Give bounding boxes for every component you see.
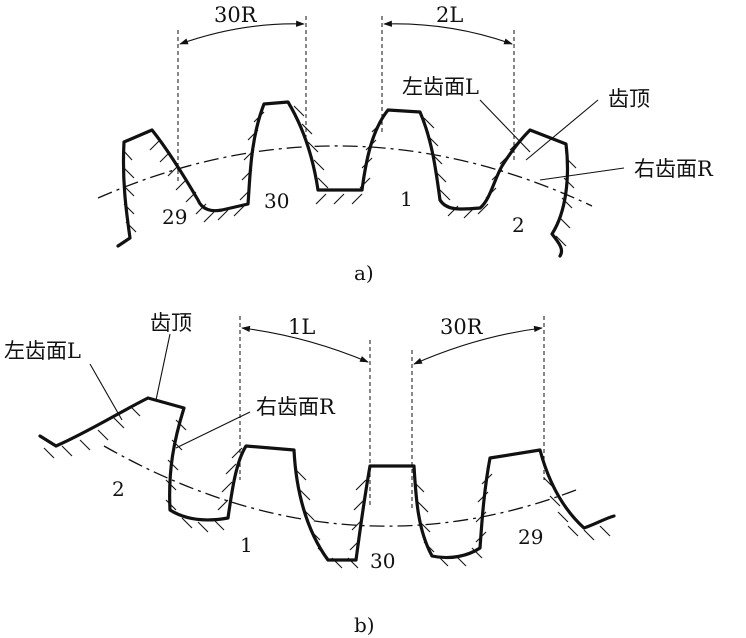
panel-b-dim-arc-left	[241, 325, 369, 363]
panel-a-dim-label-right: 2L	[436, 3, 463, 27]
panel-b-tooth-number: 30	[370, 549, 395, 573]
panel-b-label-left-flank: 左齿面L	[4, 339, 81, 363]
panel-b-tooth-number: 29	[518, 525, 543, 549]
panel-a-dim-arc-left	[179, 20, 305, 45]
panel-b-leader-right-flank	[175, 411, 251, 449]
panel-b-caption: b)	[354, 613, 375, 637]
panel-b-dim-label-left: 1L	[288, 315, 315, 339]
panel-a-dim-label-left: 30R	[214, 3, 258, 27]
panel-a-label-left-flank: 左齿面L	[402, 75, 479, 99]
panel-a-leader-right-flank	[539, 167, 625, 181]
panel-a-leader-tip	[525, 99, 599, 161]
panel-b-tooth-number: 1	[240, 533, 253, 557]
panel-a-tooth-number: 2	[512, 213, 525, 237]
panel-a-tooth-number: 29	[162, 205, 187, 229]
panel-b-dim-label-right: 30R	[440, 315, 484, 339]
panel-b-label-right-flank: 右齿面R	[256, 395, 336, 419]
panel-a-dim-arc-right	[383, 20, 513, 45]
panel-b-leader-left-flank	[89, 363, 123, 421]
panel-a-pitch-circle	[97, 145, 593, 207]
panel-a-caption: a)	[354, 261, 374, 285]
panel-a-gear-profile	[116, 100, 570, 258]
panel-b-pitch-circle	[103, 445, 577, 527]
panel-a-hatching	[122, 105, 577, 247]
panel-b-leader-tip	[155, 333, 171, 401]
panel-b: 1L 30R 左齿面L 齿顶 右齿面R 2 1 30 29 b)	[4, 311, 616, 637]
panel-a-label-tip: 齿顶	[608, 87, 650, 111]
panel-b-gear-profile	[38, 396, 616, 562]
panel-b-tooth-number: 2	[112, 477, 125, 501]
panel-a-label-right-flank: 右齿面R	[634, 157, 714, 181]
panel-a-tooth-number: 1	[400, 187, 413, 211]
panel-a-leader-left-flank	[479, 99, 531, 153]
panel-a-tooth-number: 30	[264, 189, 289, 213]
panel-b-label-tip: 齿顶	[150, 311, 192, 335]
panel-b-dim-arc-right	[413, 325, 543, 365]
panel-a: 30R 2L 左齿面L 齿顶 右齿面R 29 30 1 2 a)	[97, 3, 714, 285]
